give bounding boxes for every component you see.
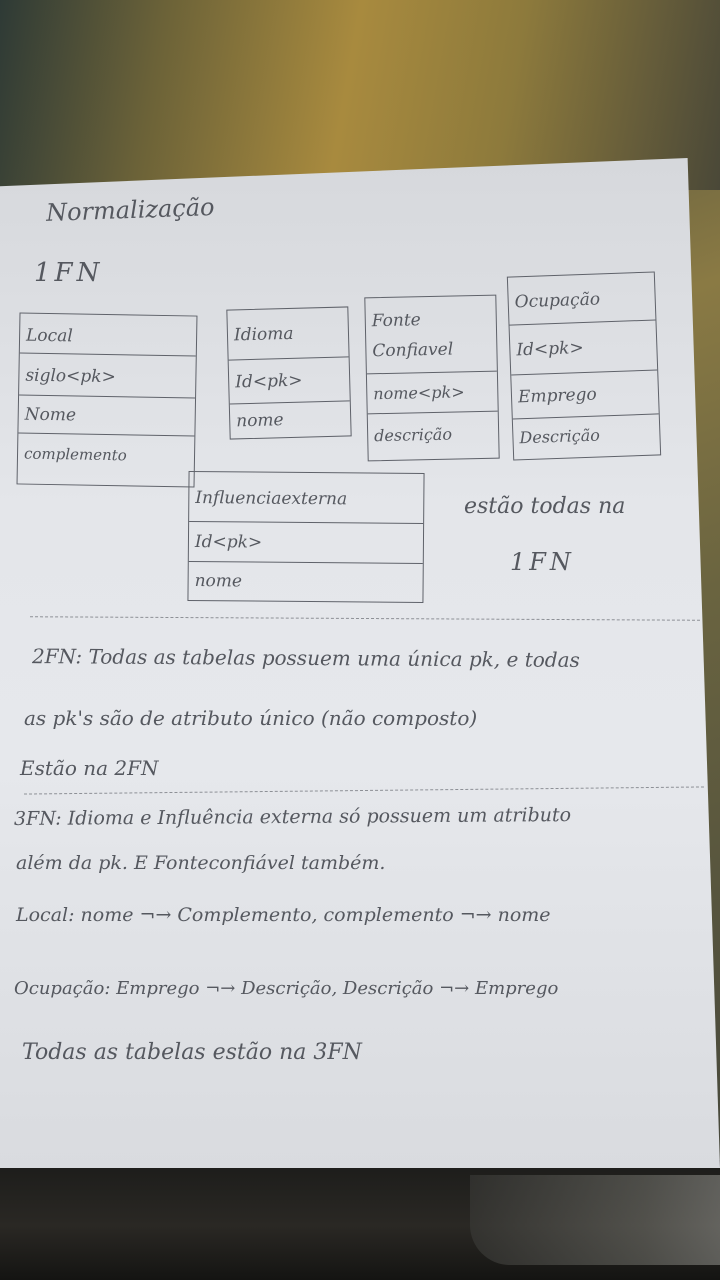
table-ocupacao-row: Descrição [519,425,601,448]
table-local: Local siglo<pk> Nome complemento [16,312,198,488]
page-title: Normalização [45,193,215,227]
table-influencia-header: Influenciaexterna [189,471,424,525]
fn2-line3: Estão na 2FN [20,756,159,780]
table-fonte-confiavel: Fonte Confiavel nome<pk> descrição [364,294,500,462]
table-idioma-row: nome [235,410,284,432]
section-1fn-label: 1FN [34,258,104,288]
table-ocupacao-row: Emprego [511,370,659,420]
table-ocupacao-header: Ocupação [507,272,656,326]
table-idioma-header: Idioma [227,307,349,361]
notebook-page [0,158,720,1168]
table-fonte-row: nome<pk> [366,371,498,415]
fn3-line2: além da pk. E Fonteconfiável também. [16,852,386,874]
table-influencia-row: Id<pk> [188,521,424,565]
table-local-row: siglo<pk> [19,353,196,399]
table-idioma: Idioma Id<pk> nome [226,306,352,440]
fn1-note-line1: estão todas na [464,494,626,519]
table-local-row: Nome [18,395,196,437]
fn2-line2: as pk's são de atributo único (não compo… [24,706,478,730]
fn1-note-line2: 1FN [510,548,575,576]
table-idioma-row: Id<pk> [228,357,350,405]
fn2-line1: 2FN: Todas as tabelas possuem uma única … [31,644,580,672]
table-fonte-row: descrição [373,424,453,446]
table-influencia-externa: Influenciaexterna Id<pk> nome [187,470,425,604]
table-fonte-header: Fonte Confiavel [365,295,497,375]
floor-highlight [470,1175,720,1265]
table-ocupacao: Ocupação Id<pk> Emprego Descrição [506,271,662,461]
table-ocupacao-row: Id<pk> [509,320,658,376]
fn3-line4: Ocupação: Emprego ¬→ Descrição, Descriçã… [14,978,559,999]
fn3-line3: Local: nome ¬→ Complemento, complemento … [16,904,551,926]
table-local-row: complemento [23,444,127,465]
table-influencia-row: nome [194,571,243,592]
fn3-line5: Todas as tabelas estão na 3FN [22,1040,362,1065]
fn3-line1: 3FN: Idioma e Influência externa só poss… [13,804,572,830]
table-surface [0,0,720,190]
table-local-header: Local [19,313,197,357]
